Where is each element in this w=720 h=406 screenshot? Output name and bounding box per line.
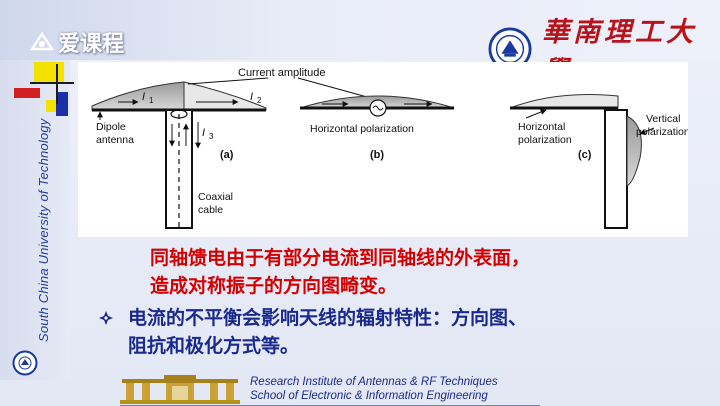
footer-line2: School of Electronic & Information Engin…: [250, 390, 488, 402]
current-i1-label: I: [142, 91, 145, 103]
footer: Research Institute of Antennas & RF Tech…: [120, 374, 720, 406]
university-header: 華南理工大學: [488, 10, 720, 88]
university-gate-icon: [120, 375, 240, 404]
bullet-point: 电流的不平衡会影响天线的辐射特性：方向图、 阻抗和极化方式等。: [98, 304, 698, 360]
decor-blue-block: [56, 92, 68, 116]
top-banner: [0, 0, 720, 60]
decor-yellow-block-small: [46, 100, 56, 112]
current-i1-subscript: 1: [149, 96, 154, 105]
current-amplitude-envelope-a: [91, 81, 185, 111]
current-amplitude-envelope-a-right: [183, 81, 267, 111]
panel-b-label: (b): [370, 149, 384, 161]
university-seal-icon: [488, 27, 532, 71]
panel-c: Horizontal polarization Vertical polariz…: [509, 94, 690, 229]
antenna-figure: Current amplitude I 1 I 2 I 3 Dipole ant…: [78, 62, 690, 237]
side-university-text: South China University of Technology: [36, 118, 51, 342]
footer-text: Research Institute of Antennas & RF Tech…: [250, 375, 498, 403]
decor-yellow-block: [34, 62, 64, 84]
sine-wave-icon: [372, 105, 384, 111]
coax-label-line2: cable: [198, 204, 223, 216]
horizontal-polarization-c-line1: Horizontal: [518, 121, 565, 133]
dipole-label-line2: antenna: [96, 134, 134, 146]
bullet-text-line1: 电流的不平衡会影响天线的辐射特性：方向图、: [128, 307, 528, 329]
outer-current-envelope-c: [626, 115, 642, 187]
diamond-bullet-icon: [99, 311, 113, 325]
panel-a-label: (a): [220, 149, 234, 161]
current-i3-subscript: 3: [209, 132, 214, 141]
pointer-arrow: [525, 109, 547, 119]
coaxial-cable-c: [604, 109, 628, 229]
mooc-watermark-text: 爱课程: [58, 32, 125, 57]
horizontal-polarization-c-line2: polarization: [518, 134, 572, 146]
footer-line1: Research Institute of Antennas & RF Tech…: [250, 376, 498, 388]
pointer-arrow: [639, 127, 655, 135]
bullet-text-line2: 阻抗和极化方式等。: [128, 335, 300, 357]
decor-horizontal-line: [30, 82, 74, 84]
current-amplitude-envelope-c: [509, 94, 619, 109]
university-seal-small-icon: [12, 350, 38, 376]
current-i2-label: I: [250, 91, 253, 103]
coax-label-line1: Coaxial: [198, 191, 233, 203]
vertical-polarization-line1: Vertical: [646, 113, 680, 125]
leader-line: [187, 77, 269, 85]
panel-b: Horizontal polarization (b): [299, 95, 455, 161]
decor-vertical-line: [56, 64, 58, 104]
highlight-text-line1: 同轴馈电由于有部分电流到同轴线的外表面，: [150, 247, 531, 269]
highlight-text-line2: 造成对称振子的方向图畸变。: [150, 275, 398, 297]
coax-opening: [170, 109, 188, 119]
decor-red-block: [14, 88, 40, 98]
current-amplitude-label: Current amplitude: [238, 67, 325, 79]
current-i3-label: I: [202, 127, 205, 139]
current-i2-subscript: 2: [257, 96, 262, 105]
horizontal-polarization-label-b: Horizontal polarization: [310, 123, 414, 135]
highlight-text: 同轴馈电由于有部分电流到同轴线的外表面， 造成对称振子的方向图畸变。: [150, 244, 670, 300]
vertical-polarization-line2: polarization: [636, 126, 688, 138]
mooc-watermark: 爱课程: [30, 26, 124, 58]
panel-a: Current amplitude I 1 I 2 I 3 Dipole ant…: [91, 67, 379, 229]
panel-c-label: (c): [578, 149, 592, 161]
mooc-logo-icon: [30, 31, 54, 51]
dipole-label-line1: Dipole: [96, 121, 126, 133]
